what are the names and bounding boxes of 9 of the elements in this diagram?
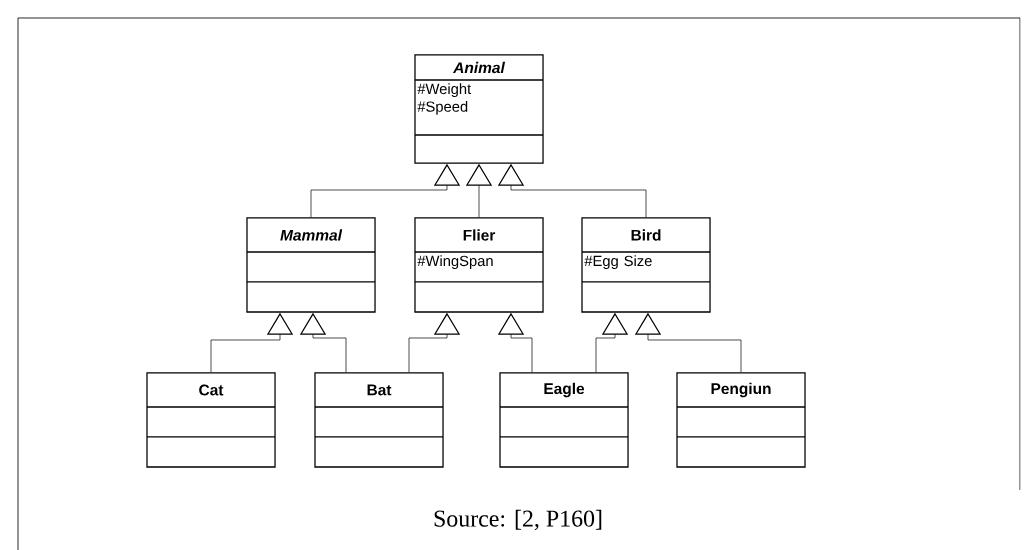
class-box: Pengiun bbox=[676, 372, 806, 468]
class-box: Bird #Egg Size bbox=[581, 217, 711, 313]
class-box: Animal #Weight #Speed bbox=[414, 54, 544, 164]
caption: Source: [2, P160] bbox=[434, 509, 602, 531]
class-box: Eagle bbox=[499, 372, 629, 468]
class-box: Flier #WingSpan bbox=[414, 217, 544, 313]
class-box: Cat bbox=[146, 372, 276, 468]
class-box: Bat bbox=[314, 372, 444, 468]
class-box: Mammal bbox=[246, 217, 376, 313]
